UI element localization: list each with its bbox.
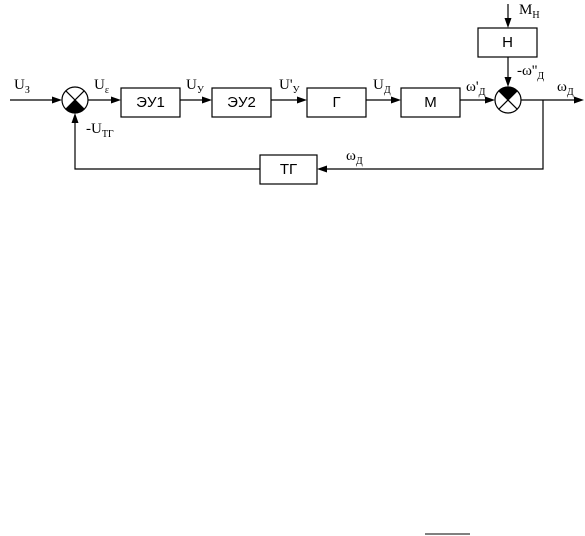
- wire-feedback: [317, 100, 544, 173]
- block-g: Г: [306, 87, 367, 118]
- signal-u3-label: UЗ: [14, 77, 30, 96]
- block-m: М: [400, 87, 461, 118]
- wire-output: [521, 96, 584, 104]
- block-g-label: Г: [332, 94, 340, 111]
- block-eu2-label: ЭУ2: [227, 94, 256, 111]
- block-n: Н: [477, 27, 538, 58]
- block-eu2: ЭУ2: [211, 87, 272, 118]
- block-tg-label: ТГ: [280, 161, 297, 178]
- wire-g-m: [366, 96, 401, 104]
- signal-neg-utg-label: -UТГ: [86, 121, 114, 140]
- signal-omega-d-prime-label: ω'Д: [466, 79, 486, 98]
- wire-n-j2: [504, 57, 512, 87]
- signal-omega-out-label: ωД: [557, 79, 574, 98]
- wire-tg-j1: [71, 113, 260, 170]
- block-n-label: Н: [502, 34, 513, 51]
- signal-uy-prime-label: U'У: [279, 77, 301, 96]
- signal-neg-omega-dd-label: -ω''Д: [517, 63, 544, 82]
- wire-disturbance-in: [504, 4, 512, 28]
- signal-omega-fb-label: ωД: [346, 148, 363, 167]
- signal-uy-label: UУ: [186, 77, 205, 96]
- block-eu1-label: ЭУ1: [136, 94, 165, 111]
- block-eu1: ЭУ1: [120, 87, 181, 118]
- signal-ud-label: UД: [373, 77, 391, 96]
- summing-junction-2: [494, 86, 522, 114]
- block-m-label: М: [424, 94, 437, 111]
- wire-m-j2: [460, 96, 495, 104]
- wire-j1-eu1: [88, 96, 121, 104]
- signal-mn-label: МН: [519, 2, 540, 21]
- summing-junction-1: [61, 86, 89, 114]
- wire-eu2-g: [271, 96, 307, 104]
- signal-ue-label: Uε: [94, 77, 109, 96]
- block-tg: ТГ: [259, 154, 318, 185]
- wire-input: [10, 96, 62, 104]
- wire-eu1-eu2: [180, 96, 212, 104]
